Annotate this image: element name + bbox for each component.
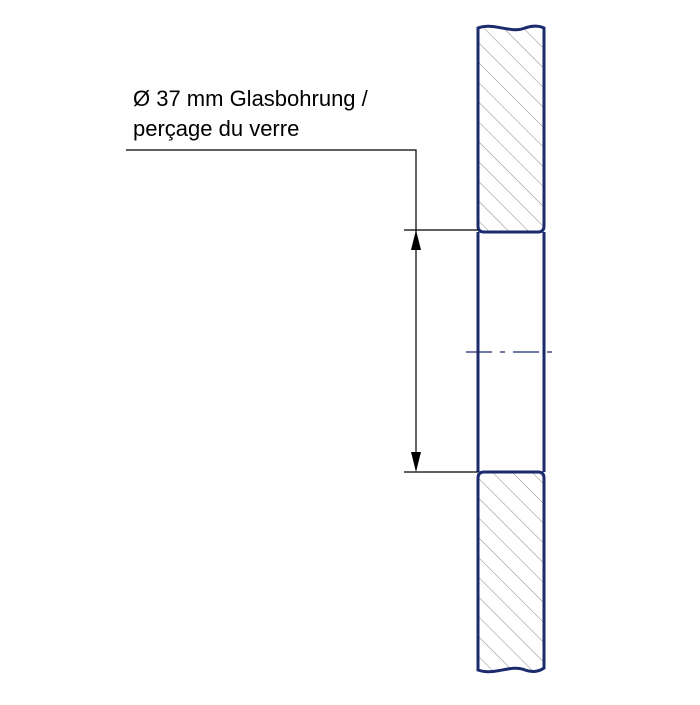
callout-leader-line [126, 149, 417, 232]
glass-section-upper [476, 24, 546, 234]
glass-section-lower [476, 470, 546, 674]
callout-text-line-2: perçage du verre [133, 116, 300, 141]
dimension-arrow-bottom [411, 452, 421, 472]
dimension-arrow-top [411, 230, 421, 250]
callout-text-line-1: Ø 37 mm Glasbohrung / [133, 86, 368, 111]
